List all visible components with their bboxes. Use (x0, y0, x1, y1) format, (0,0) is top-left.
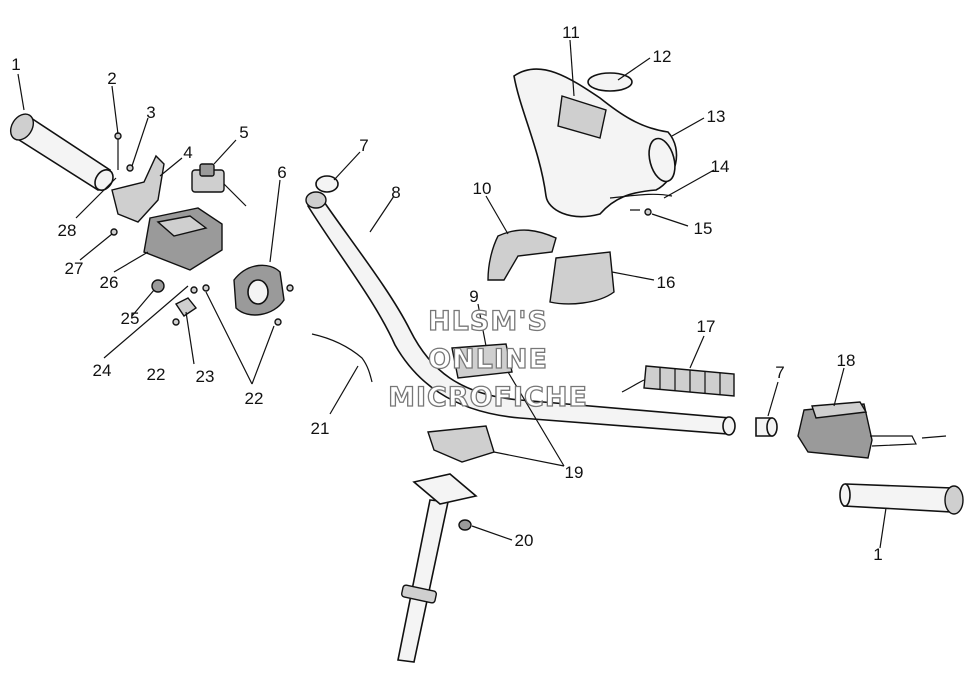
callout-20: 20 (515, 531, 534, 550)
callout-14: 14 (711, 157, 730, 176)
callout-13: 13 (707, 107, 726, 126)
watermark-line-2: ONLINE (428, 344, 548, 375)
callout-26: 26 (100, 273, 119, 292)
bar-end-cap-right (755, 417, 778, 437)
callout-27: 27 (65, 259, 84, 278)
instrument-pod (513, 68, 678, 218)
callout-23: 23 (196, 367, 215, 386)
callout-5: 5 (239, 123, 248, 142)
throttle-control-housing (797, 401, 947, 459)
watermark-line-3: MICROFICHE (388, 382, 588, 413)
grip-right (839, 483, 964, 515)
callout-6: 6 (277, 163, 286, 182)
callout-10: 10 (473, 179, 492, 198)
callout-8: 8 (391, 183, 400, 202)
callout-15: 15 (694, 219, 713, 238)
callout-25: 25 (121, 309, 140, 328)
switch-housing (143, 207, 223, 271)
watermark-line-1: HLSM'S (428, 306, 548, 337)
steering-post (397, 499, 449, 663)
leader-lines (17, 39, 887, 549)
handlebar-clamp-lower (427, 425, 495, 463)
callout-21: 21 (311, 419, 330, 438)
callout-4: 4 (183, 143, 192, 162)
watermark: HLSM'S ONLINE MICROFICHE (387, 305, 588, 413)
callout-12: 12 (653, 47, 672, 66)
lever-bracket (111, 154, 165, 223)
callout-19: 19 (565, 463, 584, 482)
hood-cover (487, 229, 557, 281)
hood-panel (549, 251, 615, 305)
grip-left (9, 113, 114, 192)
callout-1-left: 1 (11, 55, 20, 74)
callout-7-left: 7 (359, 136, 368, 155)
callout-18: 18 (837, 351, 856, 370)
small-hardware (110, 132, 652, 326)
callout-9: 9 (469, 287, 478, 306)
callout-1-right: 1 (873, 545, 882, 564)
handlebar-tube (305, 191, 736, 436)
callout-7-right: 7 (775, 363, 784, 382)
heated-grip (621, 365, 735, 397)
callout-16: 16 (657, 273, 676, 292)
callout-22-left: 22 (147, 365, 166, 384)
switch (191, 163, 247, 207)
cover (233, 264, 285, 316)
callout-24: 24 (93, 361, 112, 380)
callout-28: 28 (58, 221, 77, 240)
throttle-cable (311, 333, 373, 383)
callout-17: 17 (697, 317, 716, 336)
nut (458, 519, 472, 531)
mounting-plate (412, 473, 478, 505)
callout-3: 3 (146, 103, 155, 122)
callout-11: 11 (562, 23, 580, 42)
handlebar-clamp-upper (451, 343, 513, 379)
callout-labels: 1 2 3 4 5 6 7 8 9 10 11 12 13 14 15 16 1… (11, 23, 882, 564)
callout-2: 2 (107, 69, 116, 88)
bar-end-cap-left (315, 175, 339, 193)
callout-22-right: 22 (245, 389, 264, 408)
